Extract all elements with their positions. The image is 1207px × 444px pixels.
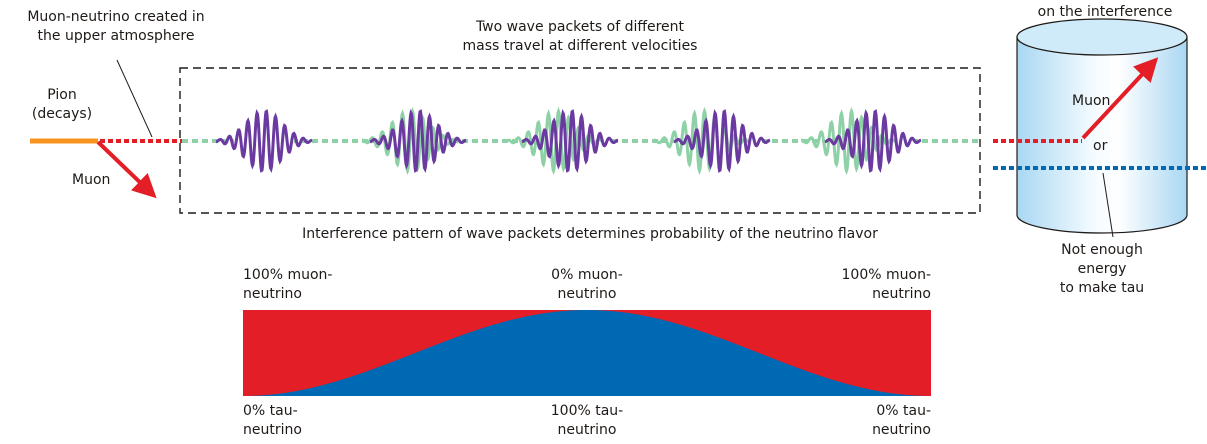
not-enough-pointer [1102,172,1114,238]
wave-packets [182,106,978,176]
heavy-wave-packet [369,108,467,174]
not-enough-label: Not enough energy to make tau [1059,242,1145,296]
bottom-mid-label: 100% tau- neutrino [550,403,624,438]
probability-band [243,310,931,396]
created-label: Muon-neutrino created in the upper atmos… [27,9,205,44]
heavy-wave-packet [824,108,922,174]
heavy-wave-packet [215,108,313,174]
detector-cylinder [1016,18,1188,234]
muon-left-arrow [96,140,157,199]
heavy-wave-packet [673,108,771,174]
or-label: or [1093,138,1108,154]
bottom-left-label: 0% tau- neutrino [243,403,302,438]
muon-detector-label: Muon [1072,93,1111,109]
packets-label: Two wave packets of different mass trave… [462,19,698,54]
light-wave-packet [654,106,750,176]
muon-detector-arrow [1081,57,1159,140]
heavy-wave-packet [521,108,619,174]
pattern-label: Interference pattern of wave packets det… [302,226,878,242]
bottom-right-label: 0% tau- neutrino [872,403,931,438]
muon-left-label: Muon [72,172,111,188]
pion-label: Pion (decays) [31,87,93,122]
top-right-label: 100% muon- neutrino [841,267,931,302]
wave-packet-box [179,67,981,214]
top-left-label: 100% muon- neutrino [243,267,333,302]
top-mid-label: 0% muon- neutrino [551,267,623,302]
created-pointer [116,59,153,138]
interference-label: on the interference [1037,4,1173,20]
